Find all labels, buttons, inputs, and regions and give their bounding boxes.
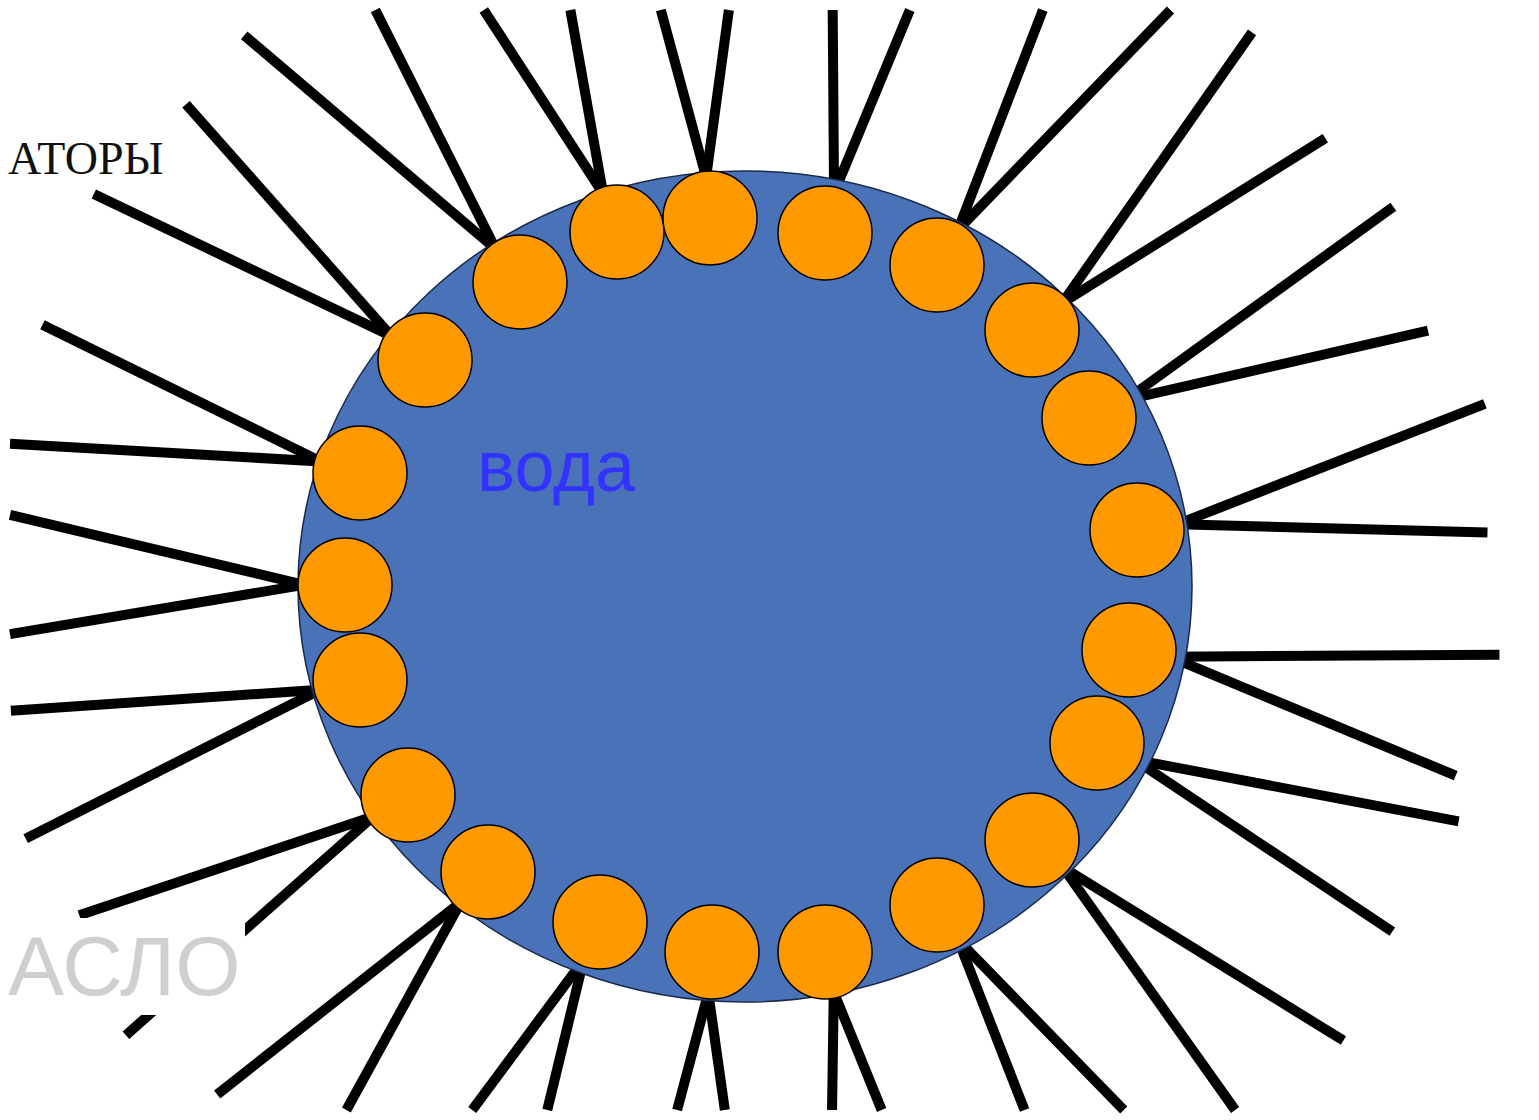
water-core xyxy=(298,171,1192,1002)
surfactant-head xyxy=(985,283,1079,377)
surfactant-head xyxy=(1082,603,1176,697)
surfactant-tail xyxy=(217,902,460,1094)
surfactant-tail xyxy=(832,992,834,1110)
oil-label: АСЛО xyxy=(4,918,245,1015)
surfactant-tail xyxy=(10,585,304,634)
surfactant-tail xyxy=(484,10,603,193)
surfactant-head xyxy=(298,538,392,632)
surfactant-head xyxy=(1042,371,1136,465)
surfactant-tail xyxy=(1063,138,1326,302)
surfactant-head xyxy=(665,905,759,999)
surfactant-tail xyxy=(42,325,320,462)
surfactant-head xyxy=(553,875,647,969)
surfactant-tail xyxy=(706,10,729,177)
surfactant-head xyxy=(1090,483,1184,577)
surfactant-tail xyxy=(834,992,882,1110)
surfactant-head xyxy=(473,235,567,329)
surfactant-head xyxy=(313,633,407,727)
surfactant-tail xyxy=(472,960,583,1110)
droplet-label: вода xyxy=(477,425,635,507)
surfactant-tail xyxy=(1063,867,1344,1040)
surfactant-tail xyxy=(1178,524,1488,532)
surfactant-tail xyxy=(958,10,1043,230)
droplet-outline xyxy=(297,170,1193,1003)
surfactant-tail xyxy=(94,194,392,336)
surfactant-tail xyxy=(26,690,320,839)
surfactant-head xyxy=(663,171,757,265)
surfactant-head xyxy=(890,858,984,952)
cropped-heading: АТОРЫ xyxy=(4,132,168,185)
surfactant-tail xyxy=(958,940,1124,1110)
surfactant-head xyxy=(361,748,455,842)
surfactant-tail xyxy=(661,10,706,177)
surfactant-tail xyxy=(570,10,603,193)
surfactant-head xyxy=(1050,696,1144,790)
surfactant-tail xyxy=(834,10,910,193)
surfactant-tail xyxy=(375,10,495,249)
surfactant-head xyxy=(378,313,472,407)
surfactant-head xyxy=(441,825,535,919)
surfactant-head xyxy=(778,905,872,999)
surfactant-tail xyxy=(10,515,304,585)
surfactant-tail xyxy=(11,690,320,711)
surfactant-tail xyxy=(346,902,460,1110)
surfactant-tail xyxy=(79,817,373,916)
surfactant-tail xyxy=(677,993,708,1110)
surfactant-tail xyxy=(833,10,834,193)
surfactant-head xyxy=(778,186,872,280)
surfactant-tail xyxy=(244,35,495,249)
surfactant-tail xyxy=(1169,657,1455,776)
surfactant-tail xyxy=(1134,760,1392,932)
surfactant-tail xyxy=(1178,404,1485,524)
water-droplet: вода xyxy=(297,170,1193,1003)
surfactant-tail xyxy=(1126,331,1428,400)
surfactant-tail xyxy=(708,993,725,1110)
surfactant-head xyxy=(313,426,407,520)
surfactant-head xyxy=(570,185,664,279)
surfactant-tail xyxy=(1063,32,1252,302)
surfactant-tail xyxy=(10,444,321,462)
surfactant-tail xyxy=(958,940,1024,1110)
surfactant-head xyxy=(890,218,984,312)
surfactant-head xyxy=(985,793,1079,887)
surfactant-tail xyxy=(1169,655,1499,657)
